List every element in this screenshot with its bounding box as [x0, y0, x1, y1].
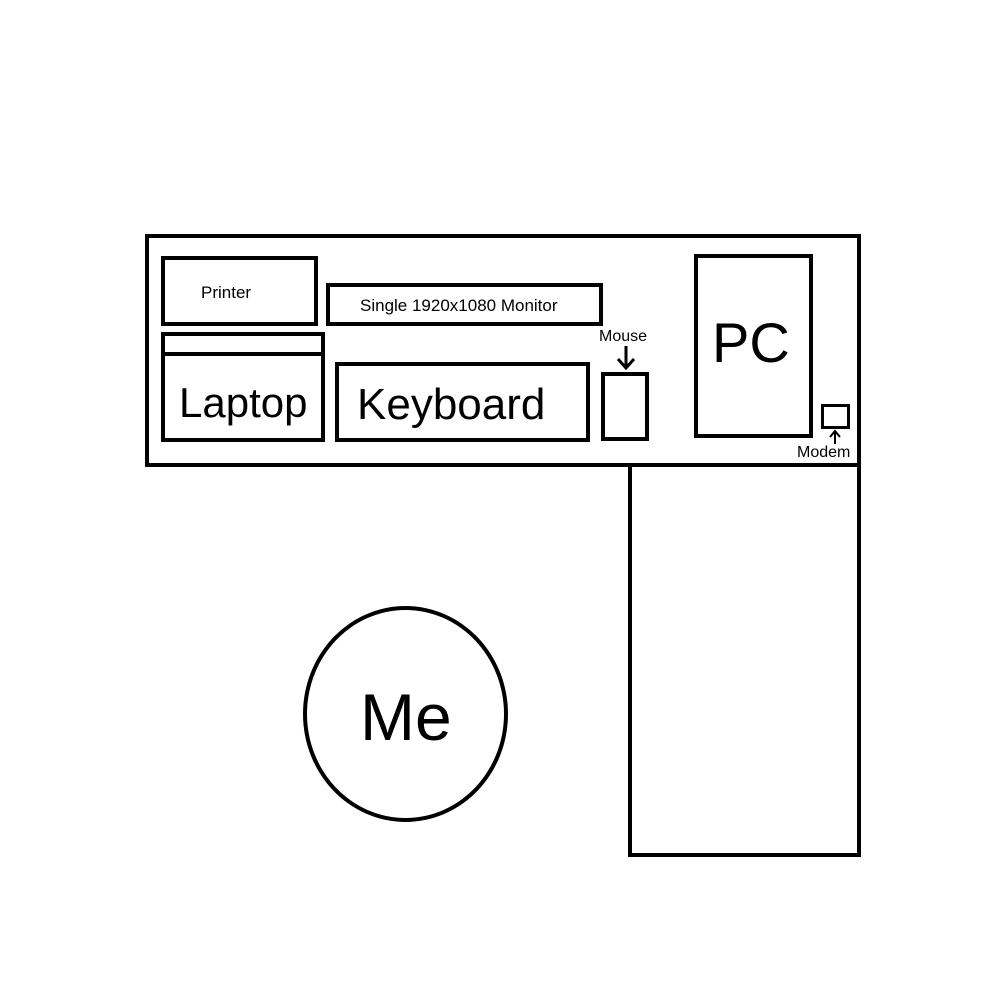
desk-return-section	[628, 463, 861, 857]
modem-box	[821, 404, 850, 429]
keyboard-box	[335, 362, 590, 442]
arrow-up-icon	[829, 429, 841, 444]
laptop-label: Laptop	[179, 379, 308, 426]
me-label: Me	[360, 680, 452, 754]
monitor-label: Single 1920x1080 Monitor	[360, 296, 558, 315]
pc-box	[694, 254, 813, 438]
me-circle	[303, 606, 508, 822]
desk-main-section	[145, 234, 861, 467]
pc-label: PC	[712, 311, 790, 374]
mouse-box	[601, 372, 649, 441]
printer-label: Printer	[201, 283, 252, 302]
mouse-label: Mouse	[599, 328, 648, 345]
laptop-lid-line	[165, 352, 321, 356]
arrow-down-icon	[616, 346, 636, 371]
printer-box	[161, 256, 318, 326]
keyboard-label: Keyboard	[357, 380, 546, 429]
monitor-box	[326, 283, 603, 326]
modem-label: Modem	[797, 444, 851, 461]
laptop-box	[161, 332, 325, 442]
